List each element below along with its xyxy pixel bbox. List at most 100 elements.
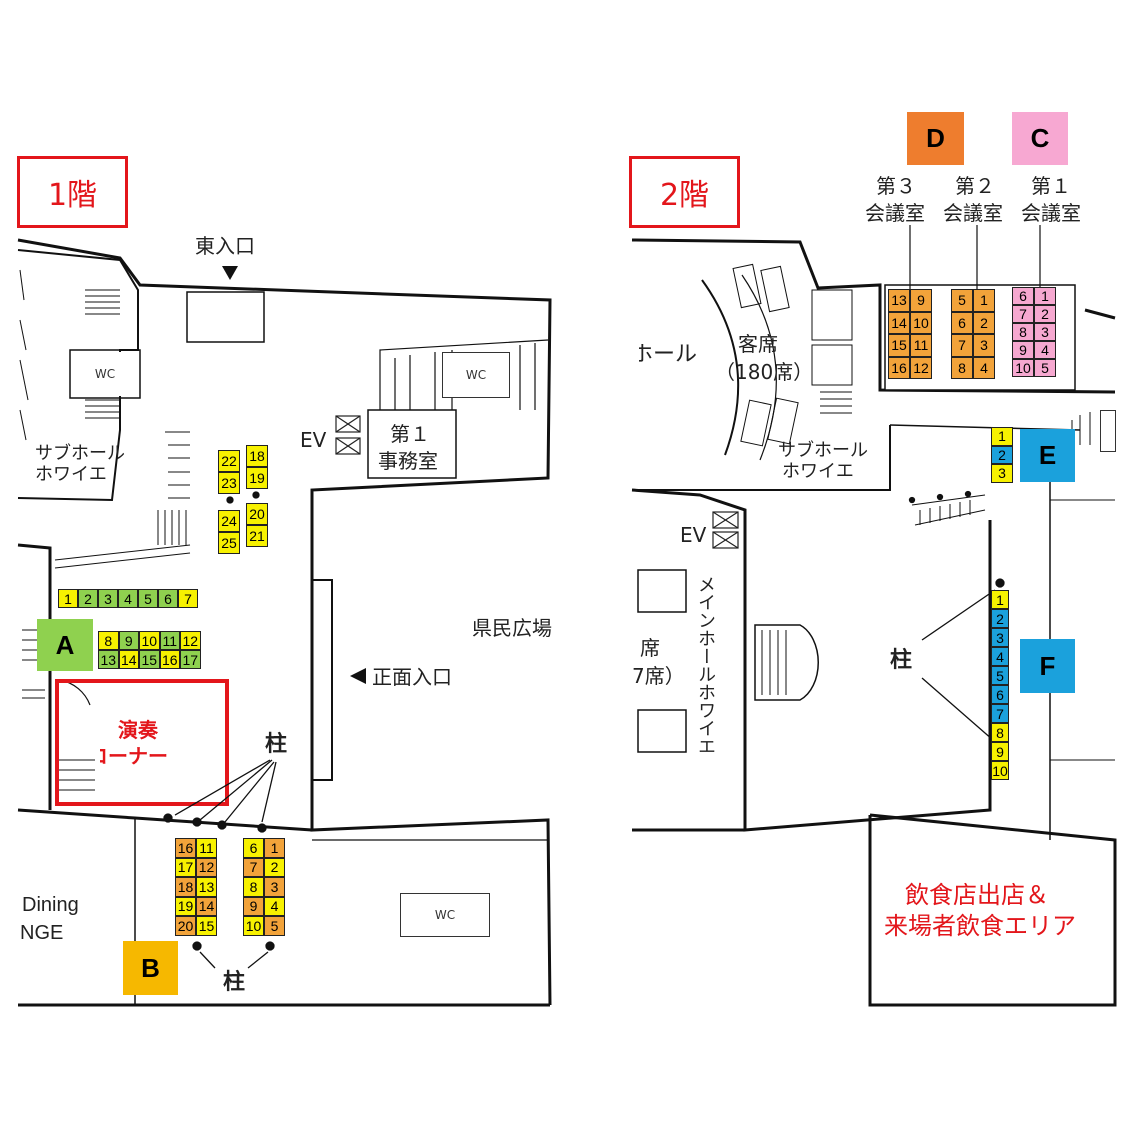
pillar-label-2f: 柱 [890, 648, 913, 673]
booth-cell: 3 [1034, 323, 1056, 341]
floor2-tag: 2階 [629, 156, 740, 228]
booth-cell: 6 [158, 589, 178, 608]
booth-cell: 8 [243, 877, 264, 897]
office-label-1: 第１ [390, 422, 430, 446]
room1-label-2: 会議室 [1021, 201, 1081, 225]
booth-cell: 18 [175, 877, 196, 897]
plaza-label: 県民広場 [472, 616, 552, 640]
booth-cell: 11 [196, 838, 217, 858]
booth-cell: 4 [1034, 341, 1056, 359]
zone-e-badge: E [1020, 429, 1075, 482]
booth-cell: 13 [98, 650, 119, 669]
booth-cell: 7 [243, 857, 264, 877]
booth-cell: 8 [98, 631, 119, 650]
booth-cell: 6 [243, 838, 264, 858]
booth-cell: 22 [218, 450, 240, 472]
booth-cell: 1 [991, 427, 1013, 446]
performance-corner-label-1: 演奏 [118, 718, 158, 742]
booth-cell: 14 [196, 896, 217, 916]
mainhall-foyer-label: メインホールホワイエ [695, 575, 716, 755]
seats-label-2: （180席） [715, 360, 814, 384]
booth-cell: 9 [910, 289, 932, 312]
wc-1f-subhall: WC [72, 352, 138, 396]
booth-cell: 2 [991, 609, 1009, 628]
zone-a-badge: A [37, 619, 93, 671]
zone-f-badge: F [1020, 639, 1075, 693]
ev-label: EV [300, 428, 327, 452]
ev-2f-label: EV [680, 523, 707, 547]
booth-cell: 23 [218, 472, 240, 494]
booth-cell: 24 [218, 510, 240, 532]
booth-cell: 4 [991, 647, 1009, 666]
booth-cell: 2 [991, 445, 1013, 464]
booth-cell: 14 [118, 650, 139, 669]
booth-cell: 5 [991, 666, 1009, 685]
booth-cell: 11 [159, 631, 180, 650]
pillar-label-1f-bottom: 柱 [223, 970, 246, 995]
booth-cell: 7 [951, 334, 973, 357]
wc-2f: WC [1100, 410, 1116, 452]
booth-cell: 2 [973, 311, 995, 334]
booth-cell: 2 [1034, 305, 1056, 323]
booth-cell: 3 [264, 877, 285, 897]
main-entrance-label: 正面入口 [372, 665, 452, 689]
food-area-label-1: 飲食店出店＆ [905, 881, 1049, 909]
booth-cell: 4 [264, 896, 285, 916]
booth-cell: 3 [973, 334, 995, 357]
booth-cell: 2 [264, 857, 285, 877]
booth-cell: 25 [218, 532, 240, 554]
booth-cell: 13 [196, 877, 217, 897]
booth-cell: 4 [973, 356, 995, 379]
booth-cell: 1 [991, 590, 1009, 609]
dining-label-2: NGE [20, 922, 64, 944]
booth-cell: 18 [246, 445, 268, 467]
booth-cell: 10 [243, 916, 264, 936]
subhall-label-1: サブホール [35, 443, 125, 464]
pillar-label-1f-top: 柱 [265, 732, 288, 757]
booth-cell: 1 [1034, 287, 1056, 305]
booth-cell: 6 [991, 685, 1009, 704]
booth-cell: 10 [139, 631, 160, 650]
booth-cell: 7 [178, 589, 198, 608]
booth-cell: 17 [175, 857, 196, 877]
mainhall-seats-label-2: 7席） [632, 664, 685, 688]
performance-corner-box [55, 679, 229, 806]
subhall-2f-label-1: サブホール [778, 440, 868, 461]
booth-cell: 5 [138, 589, 158, 608]
zone-b-badge: B [123, 941, 178, 995]
booth-cell: 10 [910, 311, 932, 334]
booth-cell: 5 [951, 289, 973, 312]
booth-cell: 16 [159, 650, 180, 669]
main-entrance-arrow-icon [350, 668, 366, 684]
hall-label: ホール [631, 342, 698, 367]
booth-cell: 16 [888, 356, 910, 379]
subhall-2f-label-2: ホワイエ [782, 461, 854, 482]
room1-label-1: 第１ [1031, 174, 1071, 198]
booth-cell: 12 [180, 631, 201, 650]
east-entrance-label: 東入口 [195, 234, 255, 258]
performance-corner-label-2: コーナー [88, 744, 168, 768]
booth-cell: 3 [991, 464, 1013, 483]
booth-cell: 9 [243, 896, 264, 916]
wc-1f-bottom: WC [400, 893, 490, 937]
seats-label-1: 客席 [738, 332, 778, 356]
booth-cell: 13 [888, 289, 910, 312]
subhall-label-2: ホワイエ [35, 464, 107, 485]
booth-cell: 1 [264, 838, 285, 858]
booth-cell: 9 [118, 631, 139, 650]
booth-cell: 19 [246, 467, 268, 489]
booth-cell: 6 [1012, 287, 1034, 305]
booth-cell: 15 [196, 916, 217, 936]
mainhall-seats-label-1: 席 [640, 636, 660, 660]
room2-label-2: 会議室 [943, 201, 1003, 225]
booth-cell: 5 [1034, 359, 1056, 377]
booth-cell: 2 [78, 589, 98, 608]
booth-cell: 20 [246, 503, 268, 525]
booth-cell: 15 [888, 334, 910, 357]
booth-cell: 8 [1012, 323, 1034, 341]
booth-cell: 10 [991, 761, 1009, 780]
zone-c-badge: C [1012, 112, 1068, 165]
booth-cell: 17 [180, 650, 201, 669]
booth-cell: 12 [910, 356, 932, 379]
booth-cell: 8 [951, 356, 973, 379]
